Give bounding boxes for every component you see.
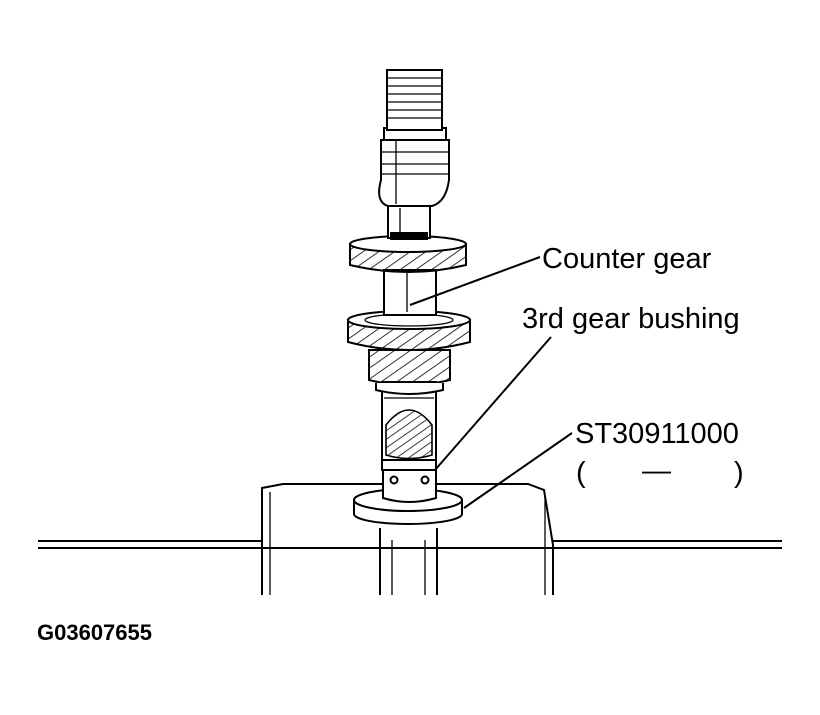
counter-gear [347, 310, 471, 351]
label-tool-paren-close: ) [734, 457, 744, 489]
figure-id: G03607655 [37, 620, 152, 645]
label-counter-gear: Counter gear [542, 243, 712, 275]
third-gear-bushing [382, 467, 437, 503]
leader-lines [409, 256, 573, 509]
label-tool-number: ST30911000 [575, 418, 739, 450]
lower-gear [368, 349, 451, 395]
counter-shaft-upper [383, 269, 437, 316]
label-tool-paren-open: ( [576, 457, 586, 489]
press-base [38, 483, 782, 595]
press-screw [386, 69, 443, 131]
label-tool-dash: — [642, 455, 671, 487]
label-3rd-gear-bushing: 3rd gear bushing [522, 303, 740, 335]
leader-counter-gear [409, 256, 541, 306]
press-ram-collar [387, 205, 431, 240]
leader-tool [463, 432, 573, 509]
upper-gear [349, 235, 467, 273]
press-ram [378, 127, 450, 207]
counter-shaft-lower [381, 381, 437, 471]
leader-3rd-gear-bushing [434, 336, 552, 471]
